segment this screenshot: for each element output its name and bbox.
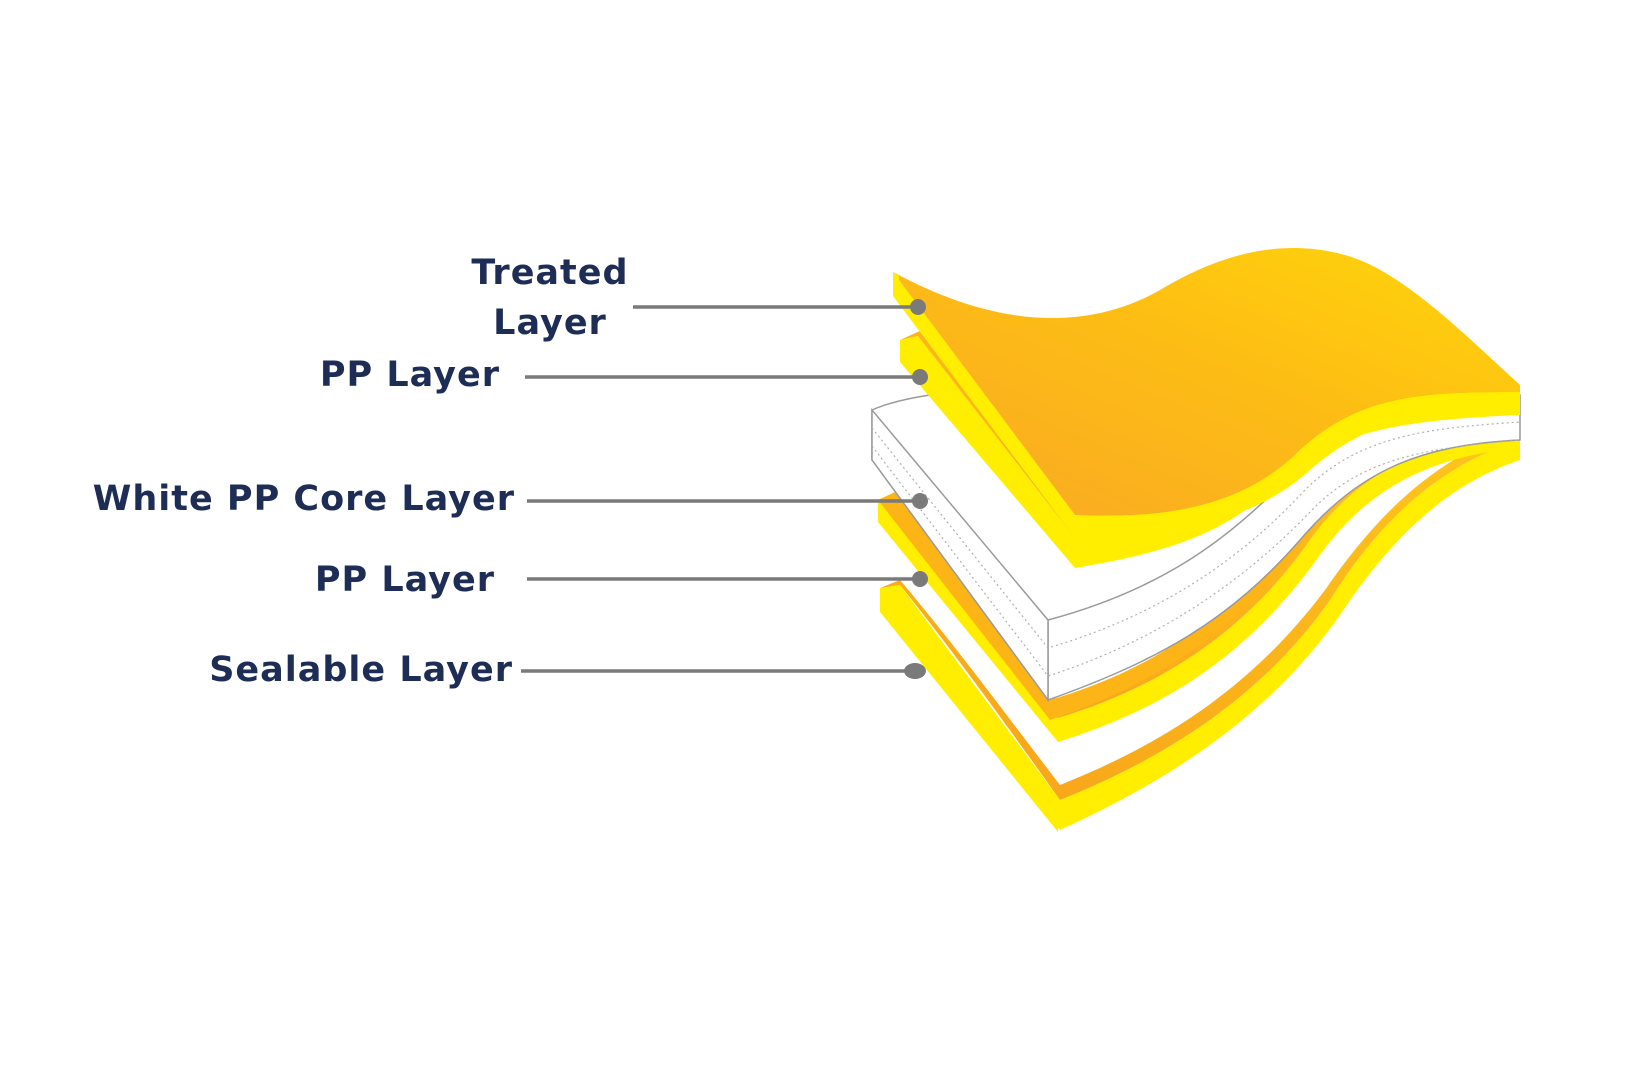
leader-lines	[521, 305, 920, 673]
leader-dot-icon	[910, 299, 926, 315]
treated-layer-sheet	[893, 248, 1520, 538]
label-treated-line2: Layer	[493, 303, 607, 343]
label-white-core-layer: White PP Core Layer	[92, 479, 515, 519]
leader-dot-icon	[904, 663, 926, 679]
leader-dots	[904, 299, 928, 679]
pp-layer-bottom-sheet	[878, 425, 1520, 742]
label-treated-line1: Treated	[471, 253, 629, 293]
label-pp-layer-top: PP Layer	[319, 355, 500, 395]
label-sealable-layer: Sealable Layer	[209, 650, 513, 690]
leader-dot-icon	[912, 493, 928, 509]
sealable-layer-sheet	[880, 430, 1520, 832]
label-treated-layer: Treated Layer	[462, 248, 638, 348]
label-pp-layer-bottom: PP Layer	[314, 560, 495, 600]
leader-dot-icon	[912, 571, 928, 587]
leader-dot-icon	[912, 369, 928, 385]
